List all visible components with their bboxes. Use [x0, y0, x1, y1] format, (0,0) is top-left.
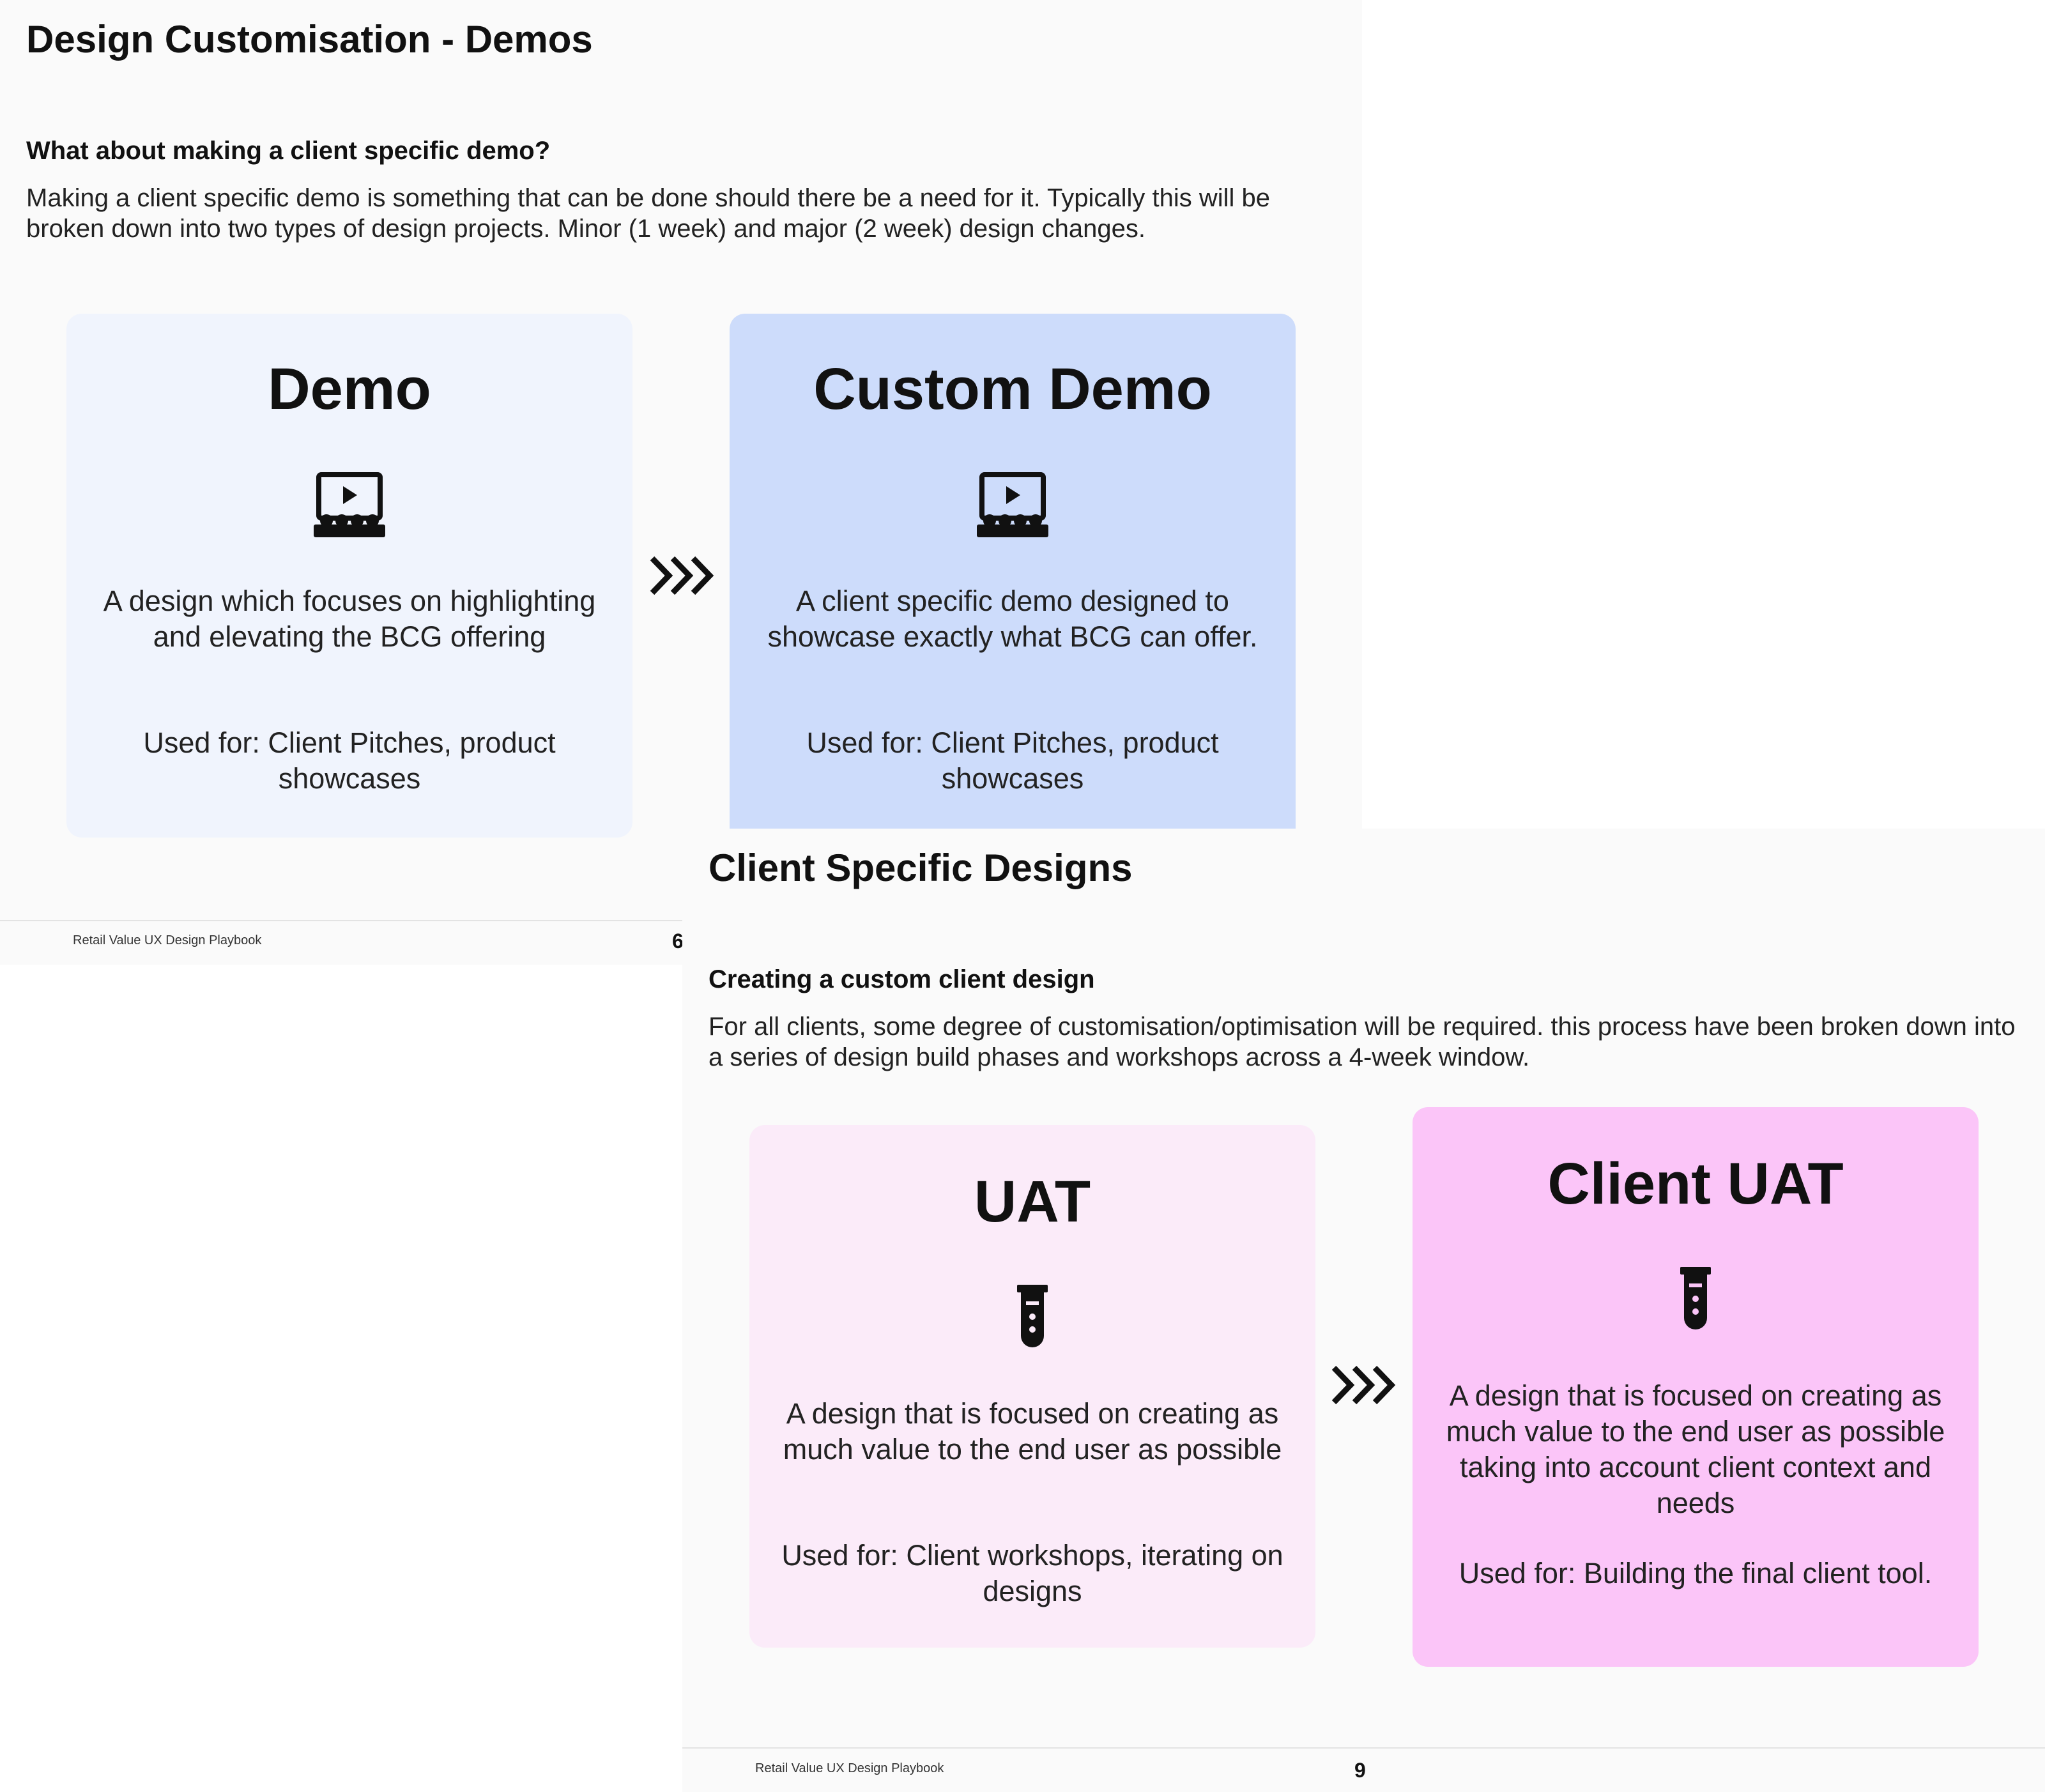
card-used-for: Used for: Client Pitches, product showca… — [143, 726, 556, 795]
card-demo: Demo A design which focuses on highlight… — [66, 314, 632, 838]
footer-divider — [0, 920, 1362, 921]
footer-divider — [682, 1747, 2045, 1749]
presentation-audience-icon — [314, 472, 385, 542]
card-used-for: Used for: Client workshops, iterating on… — [781, 1539, 1283, 1607]
card-description: A design that is focused on creating as … — [1446, 1379, 1945, 1519]
intro-paragraph: For all clients, some degree of customis… — [708, 1013, 2016, 1071]
card-description: A design that is focused on creating as … — [783, 1397, 1282, 1466]
test-tube-icon — [1017, 1285, 1048, 1354]
slide-design-customisation-demos: Design Customisation - Demos What about … — [0, 0, 1362, 965]
triple-chevron-right-icon — [648, 555, 716, 600]
footer-text: Retail Value UX Design Playbook — [755, 1761, 944, 1775]
page-number: 9 — [1354, 1759, 1366, 1782]
slide-client-specific-designs: Client Specific Designs Creating a custo… — [682, 829, 2045, 1792]
card-uat: UAT A design that is focused on creating… — [749, 1125, 1315, 1648]
footer-text: Retail Value UX Design Playbook — [73, 933, 262, 947]
card-used-for: Used for: Client Pitches, product showca… — [806, 726, 1219, 795]
page-number: 6 — [672, 930, 684, 953]
card-title: Custom Demo — [813, 356, 1212, 422]
page-title: Design Customisation - Demos — [26, 18, 593, 61]
triple-chevron-right-icon — [1330, 1364, 1398, 1409]
card-title: Client UAT — [1547, 1151, 1844, 1216]
card-title: Demo — [268, 356, 431, 422]
presentation-audience-icon — [977, 472, 1048, 542]
section-subtitle: Creating a custom client design — [708, 965, 1095, 993]
section-subtitle: What about making a client specific demo… — [26, 137, 551, 165]
card-custom-demo: Custom Demo A client specific demo desig… — [730, 314, 1296, 850]
test-tube-icon — [1680, 1267, 1711, 1336]
card-description: A design which focuses on highlighting a… — [103, 585, 596, 653]
card-used-for: Used for: Building the final client tool… — [1459, 1557, 1933, 1589]
card-client-uat: Client UAT A design that is focused on c… — [1413, 1107, 1979, 1667]
card-title: UAT — [974, 1169, 1091, 1234]
page-title: Client Specific Designs — [708, 846, 1133, 889]
intro-paragraph: Making a client specific demo is somethi… — [26, 184, 1271, 243]
card-description: A client specific demo designed to showc… — [767, 585, 1258, 653]
